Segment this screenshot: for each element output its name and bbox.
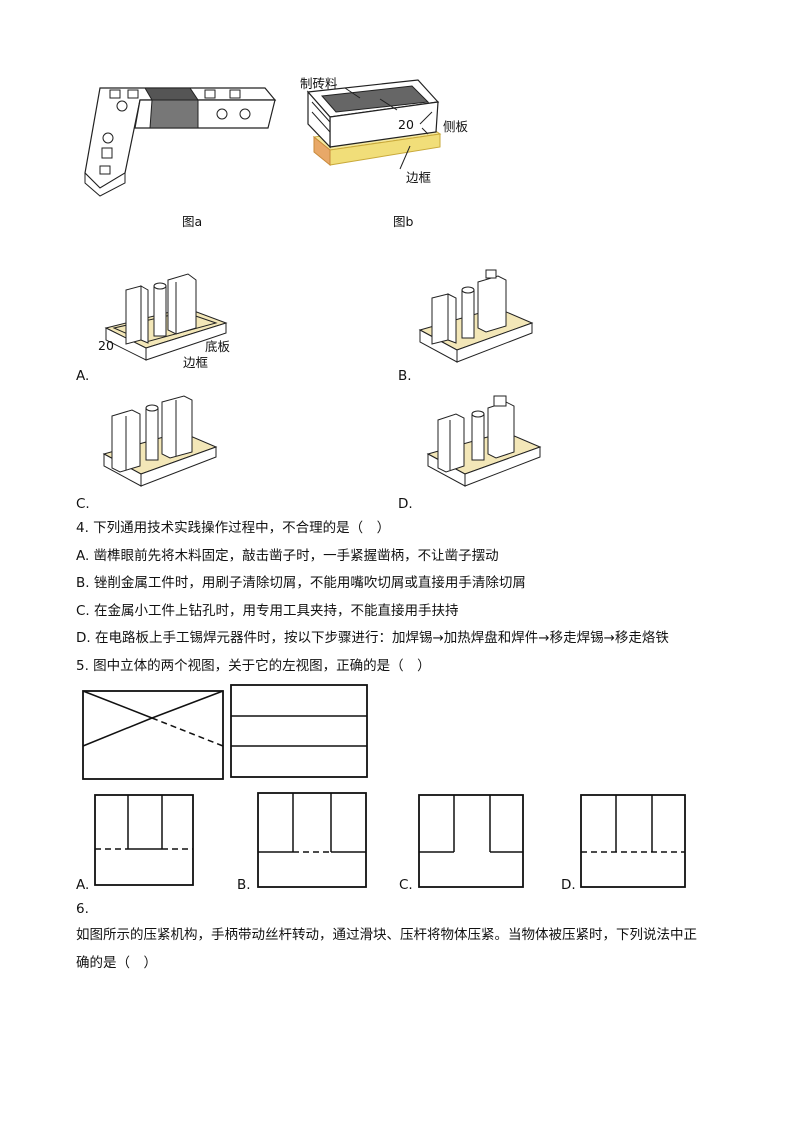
q5-option-d-letter: D. [561, 877, 576, 893]
figure-b-label-dimension: 20 [398, 117, 414, 132]
q4-option-b: B. 锉削金属工件时，用刷子清除切屑，不能用嘴吹切屑或直接用手清除切屑 [76, 575, 526, 591]
q6-number: 6. [76, 901, 89, 917]
option-c-letter: C. [76, 496, 90, 512]
option-a-letter: A. [76, 368, 90, 384]
q5-option-a-letter: A. [76, 877, 90, 893]
option-a-dimension: 20 [98, 338, 114, 353]
option-c-drawing [102, 395, 218, 487]
figure-b-label-side-board: 侧板 [443, 119, 469, 134]
q5-top-view [230, 684, 368, 778]
figure-b-drawing [306, 79, 442, 170]
q4-option-d: D. 在电路板上手工锡焊元器件时，按以下步骤进行：加焊锡→加热焊盘和焊件→移走焊… [76, 630, 669, 646]
option-a-drawing [104, 273, 228, 361]
q5-option-a-view [94, 794, 194, 886]
option-d-letter: D. [398, 496, 413, 512]
q5-front-view [82, 690, 224, 780]
option-a-label-bottom: 底板 [205, 339, 231, 354]
figure-a-drawing [84, 87, 277, 197]
q4-option-c: C. 在金属小工件上钻孔时，用专用工具夹持，不能直接用手扶持 [76, 603, 459, 619]
q6-stem-line-2: 确的是（ ） [76, 955, 157, 971]
q5-option-b-view [257, 792, 367, 888]
q4-option-a: A. 凿榫眼前先将木料固定，敲击凿子时，一手紧握凿柄，不让凿子摆动 [76, 548, 499, 564]
figure-b-label-material: 制砖料 [300, 76, 338, 91]
option-b-letter: B. [398, 368, 412, 384]
q6-stem-line-1: 如图所示的压紧机构，手柄带动丝杆转动，通过滑块、压杆将物体压紧。当物体被压紧时，… [76, 927, 697, 943]
q5-stem: 5. 图中立体的两个视图，关于它的左视图，正确的是（ ） [76, 658, 431, 674]
figure-b-label-frame: 边框 [406, 170, 432, 185]
option-b-drawing [418, 269, 534, 363]
q5-option-d-view [580, 794, 686, 888]
option-d-drawing [426, 395, 542, 487]
figure-b-caption: 图b [393, 214, 414, 229]
q4-stem: 4. 下列通用技术实践操作过程中，不合理的是（ ） [76, 520, 391, 536]
q5-option-b-letter: B. [237, 877, 251, 893]
q5-option-c-view [418, 794, 524, 888]
figure-a-caption: 图a [182, 214, 203, 229]
option-a-label-frame: 边框 [183, 355, 209, 370]
q5-option-c-letter: C. [399, 877, 413, 893]
